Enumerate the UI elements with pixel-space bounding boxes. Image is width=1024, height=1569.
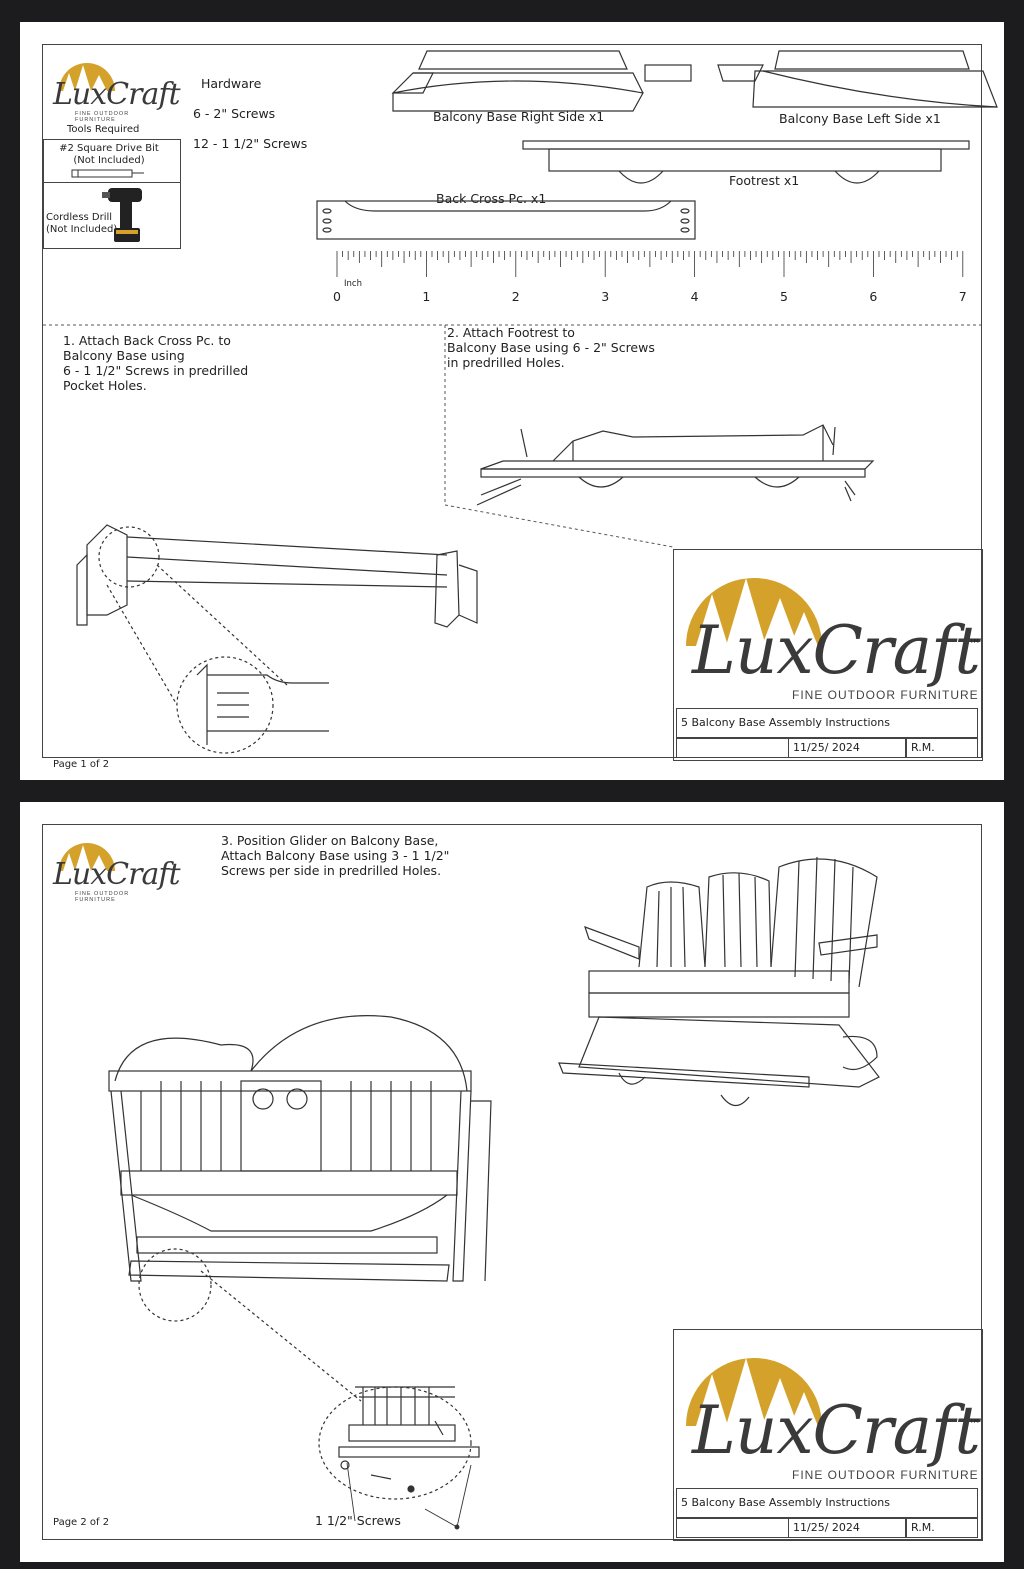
ruler-label: 3	[601, 289, 610, 304]
hardware-line: 6 - 2" Screws	[193, 106, 276, 121]
logo-sun-trees-icon	[686, 578, 822, 646]
small-logo: LuxCraft FINE OUTDOOR FURNITURE	[49, 831, 181, 903]
logo-sun-trees-icon	[59, 63, 115, 91]
glider-rear-view-drawing	[108, 1015, 492, 1402]
tools-box: #2 Square Drive Bit (Not Included) Cordl…	[43, 139, 181, 249]
ruler-unit: Inch	[344, 279, 362, 289]
logo-sun-trees-icon	[59, 843, 115, 871]
logo-wordmark: LuxCraft	[692, 1392, 981, 1469]
ruler-label: 2	[511, 289, 520, 304]
logo-wordmark: LuxCraft	[53, 857, 181, 892]
ruler-label: 4	[690, 289, 699, 304]
doc-date: 11/25/ 2024	[788, 738, 906, 758]
doc-title: 5 Balcony Base Assembly Instructions	[676, 1488, 978, 1518]
step-1-assembly-drawing	[76, 524, 478, 754]
doc-title: 5 Balcony Base Assembly Instructions	[676, 708, 978, 738]
parts-drawings	[391, 50, 998, 112]
logo-tagline: FINE OUTDOOR FURNITURE	[792, 688, 979, 702]
inch-ruler	[336, 251, 964, 277]
tools-title: Tools Required	[67, 124, 140, 135]
hardware-list: Hardware 6 - 2" Screws 12 - 1 1/2" Screw…	[193, 61, 307, 166]
left-side-label: Balcony Base Left Side x1	[779, 111, 941, 126]
ruler-label: 6	[869, 289, 878, 304]
step-2-text: 2. Attach Footrest to Balcony Base using…	[447, 325, 655, 370]
back-cross-drawing	[316, 200, 696, 240]
page-frame: LuxCraft FINE OUTDOOR FURNITURE 3. Posit…	[42, 824, 983, 1541]
footrest-label: Footrest x1	[729, 173, 800, 188]
hardware-title: Hardware	[201, 76, 262, 91]
logo-wordmark: LuxCraft	[53, 77, 181, 112]
page-number: Page 2 of 2	[53, 1517, 110, 1528]
instruction-page-1: LuxCraft FINE OUTDOOR FURNITURE Hardware…	[20, 22, 1004, 780]
screw-detail-drawing	[318, 1386, 480, 1500]
ruler-label: 1	[422, 289, 431, 304]
logo-tagline: FINE OUTDOOR FURNITURE	[75, 891, 130, 903]
cordless-drill-icon	[102, 188, 142, 242]
logo-tagline: FINE OUTDOOR FURNITURE	[75, 111, 130, 123]
step-3-text: 3. Position Glider on Balcony Base, Atta…	[221, 833, 450, 878]
logo-wordmark: LuxCraft	[692, 612, 981, 689]
hardware-line: 12 - 1 1/2" Screws	[193, 136, 308, 151]
trademark-mark: TM	[970, 1418, 979, 1425]
drive-bit-icon	[71, 169, 144, 178]
footrest-drawing	[522, 140, 970, 184]
step-2-footrest-drawing	[476, 424, 875, 506]
square-bit-label: #2 Square Drive Bit (Not Included)	[59, 143, 159, 166]
title-block: LuxCraft TM FINE OUTDOOR FURNITURE 5 Bal…	[673, 549, 983, 761]
page-frame: LuxCraft FINE OUTDOOR FURNITURE Hardware…	[42, 44, 998, 770]
screw-callout: 1 1/2" Screws	[315, 1513, 401, 1528]
doc-author: R.M.	[906, 738, 978, 758]
tools-divider	[44, 182, 180, 183]
ruler-label: 0	[333, 289, 341, 304]
step-1-text: 1. Attach Back Cross Pc. to Balcony Base…	[63, 333, 249, 393]
ruler-label: 7	[958, 289, 967, 304]
right-side-label: Balcony Base Right Side x1	[433, 109, 605, 124]
doc-author: R.M.	[906, 1518, 978, 1538]
logo-sun-trees-icon	[686, 1358, 822, 1426]
glider-on-base-drawing	[558, 856, 880, 1107]
instruction-page-2: LuxCraft FINE OUTDOOR FURNITURE 3. Posit…	[20, 802, 1004, 1562]
page-number: Page 1 of 2	[53, 759, 110, 770]
small-logo: LuxCraft FINE OUTDOOR FURNITURE	[49, 51, 181, 123]
doc-date: 11/25/ 2024	[788, 1518, 906, 1538]
back-cross-label: Back Cross Pc. x1	[436, 191, 547, 206]
step-dividers	[43, 324, 981, 548]
title-block: LuxCraft TM FINE OUTDOOR FURNITURE 5 Bal…	[673, 1329, 983, 1541]
cordless-drill-label: Cordless Drill (Not Included)	[46, 212, 118, 235]
ruler-label: 5	[780, 289, 788, 304]
logo-tagline: FINE OUTDOOR FURNITURE	[792, 1468, 979, 1482]
trademark-mark: TM	[970, 638, 979, 645]
screw-leader-lines	[346, 1462, 472, 1530]
